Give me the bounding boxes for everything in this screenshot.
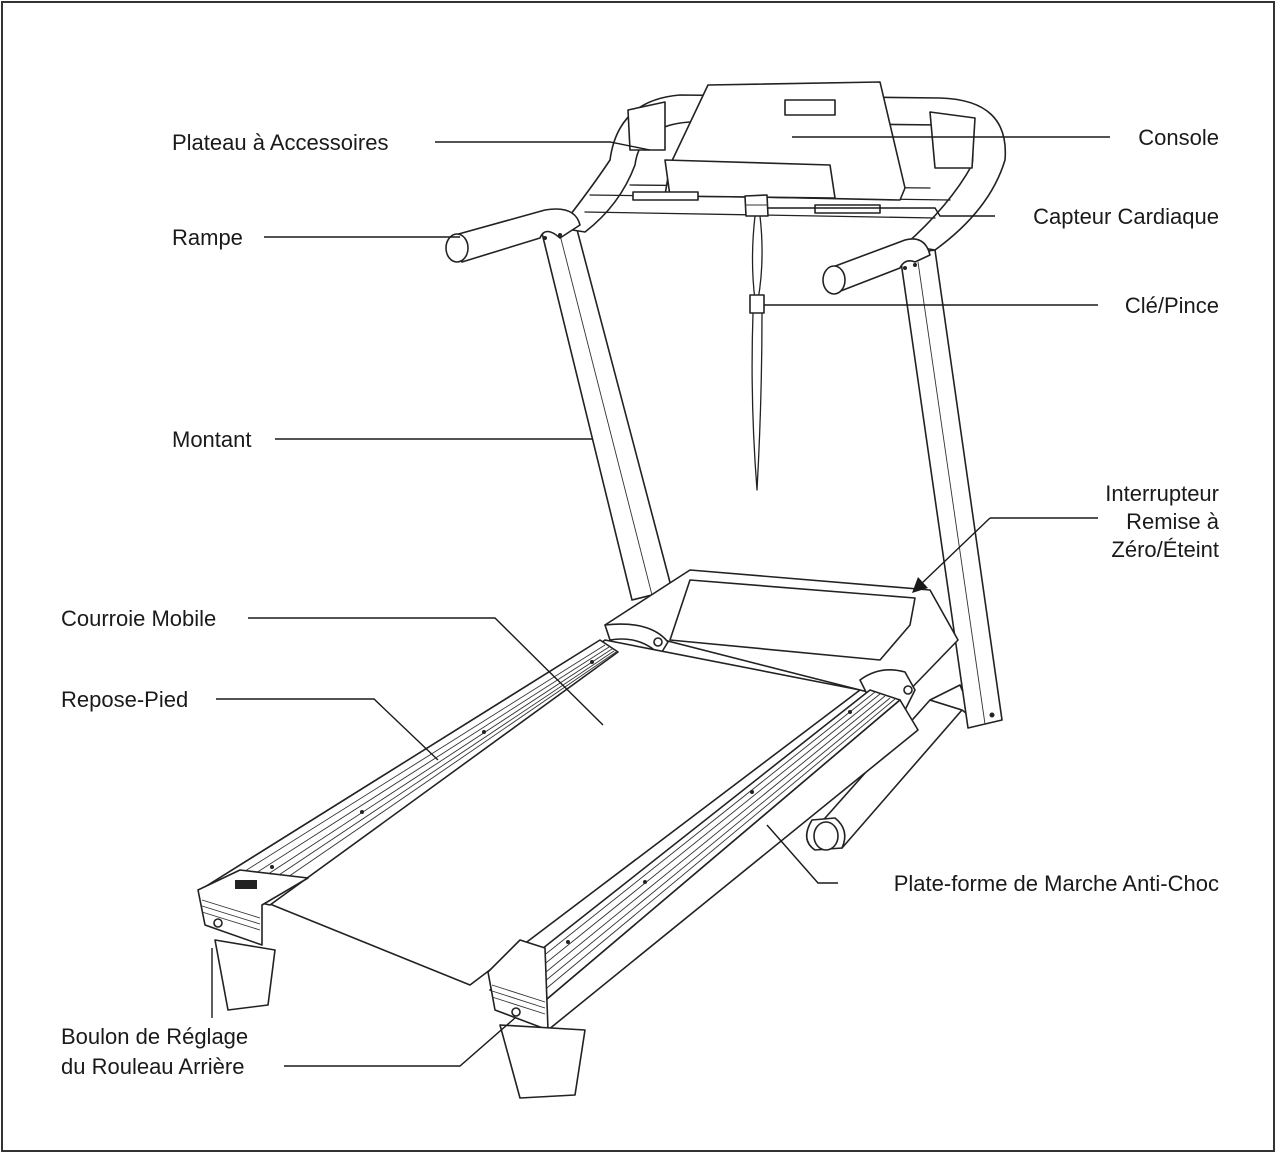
label-console: Console	[1138, 125, 1219, 150]
label-accessory-tray: Plateau à Accessoires	[172, 130, 388, 155]
leader-lines	[211, 136, 1110, 1067]
label-reset-switch-line1: Interrupteur	[1105, 481, 1219, 506]
pulse-sensor	[744, 194, 769, 217]
leader-walking-belt	[248, 617, 604, 726]
rear-end-cap-left	[197, 869, 309, 1011]
leader-cushion-deck	[766, 824, 838, 884]
label-reset-switch-line2: Remise à	[1126, 509, 1220, 534]
label-rear-roller-line2: du Rouleau Arrière	[61, 1054, 244, 1079]
handrail-right	[822, 238, 931, 295]
console	[632, 81, 906, 214]
label-walking-belt: Courroie Mobile	[61, 606, 216, 631]
handrail-left	[445, 208, 581, 263]
leader-pulse-sensor	[768, 207, 995, 217]
label-upright: Montant	[172, 427, 252, 452]
rear-end-cap-right	[487, 939, 586, 1099]
treadmill-illustration	[197, 81, 1007, 1099]
label-handrail: Rampe	[172, 225, 243, 250]
label-pulse-sensor: Capteur Cardiaque	[1033, 204, 1219, 229]
label-reset-switch-line3: Zéro/Éteint	[1111, 537, 1219, 562]
label-cushion-deck: Plate-forme de Marche Anti-Choc	[894, 871, 1219, 896]
key-clip	[749, 215, 765, 491]
leader-foot-rail	[216, 698, 439, 761]
label-rear-roller-line1: Boulon de Réglage	[61, 1024, 248, 1049]
label-foot-rail: Repose-Pied	[61, 687, 188, 712]
leader-accessory-tray	[435, 141, 651, 151]
reset-switch-arrow	[912, 517, 991, 593]
foot-rail-right	[489, 689, 919, 1031]
callout-labels: Plateau à Accessoires Console Rampe Capt…	[61, 125, 1220, 1079]
label-key-clip: Clé/Pince	[1125, 293, 1219, 318]
motor-hood	[604, 569, 959, 721]
leader-rear-roller-right	[284, 1017, 516, 1067]
